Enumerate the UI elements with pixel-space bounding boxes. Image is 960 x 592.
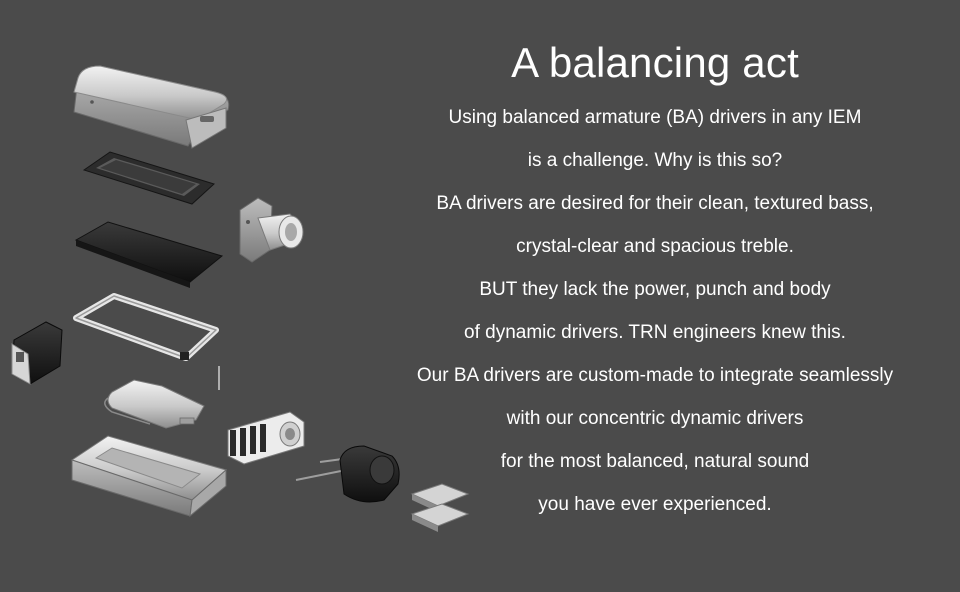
metal-frame-part — [73, 293, 219, 361]
ba-driver-exploded-illustration — [11, 65, 470, 532]
body-line: for the most balanced, natural sound — [500, 451, 810, 472]
body-line: Using balanced armature (BA) drivers in … — [448, 107, 862, 128]
body-line: BA drivers are desired for their clean, … — [436, 193, 874, 214]
dark-component-part — [295, 445, 400, 503]
headline: A balancing act — [511, 39, 799, 86]
body-line: is a challenge. Why is this so? — [527, 150, 783, 171]
sound-tube-part — [239, 197, 304, 263]
top-cover-part — [73, 65, 230, 149]
body-line: BUT they lack the power, punch and body — [479, 279, 831, 300]
body-line: you have ever experienced. — [538, 494, 772, 515]
body-line: with our concentric dynamic drivers — [506, 408, 804, 429]
body-line: crystal-clear and spacious treble. — [516, 236, 794, 257]
dark-plate-part — [74, 221, 224, 288]
armature-coil-part — [227, 411, 305, 465]
square-plate-parts — [410, 483, 470, 532]
bottom-tray-part — [70, 435, 228, 518]
magnet-block-part — [11, 321, 63, 385]
body-copy: Using balanced armature (BA) drivers in … — [370, 96, 940, 526]
body-line: of dynamic drivers. TRN engineers knew t… — [464, 322, 846, 343]
body-line: Our BA drivers are custom-made to integr… — [416, 365, 894, 386]
bracket-clip-part — [104, 379, 205, 429]
dark-gasket-part — [82, 151, 215, 205]
